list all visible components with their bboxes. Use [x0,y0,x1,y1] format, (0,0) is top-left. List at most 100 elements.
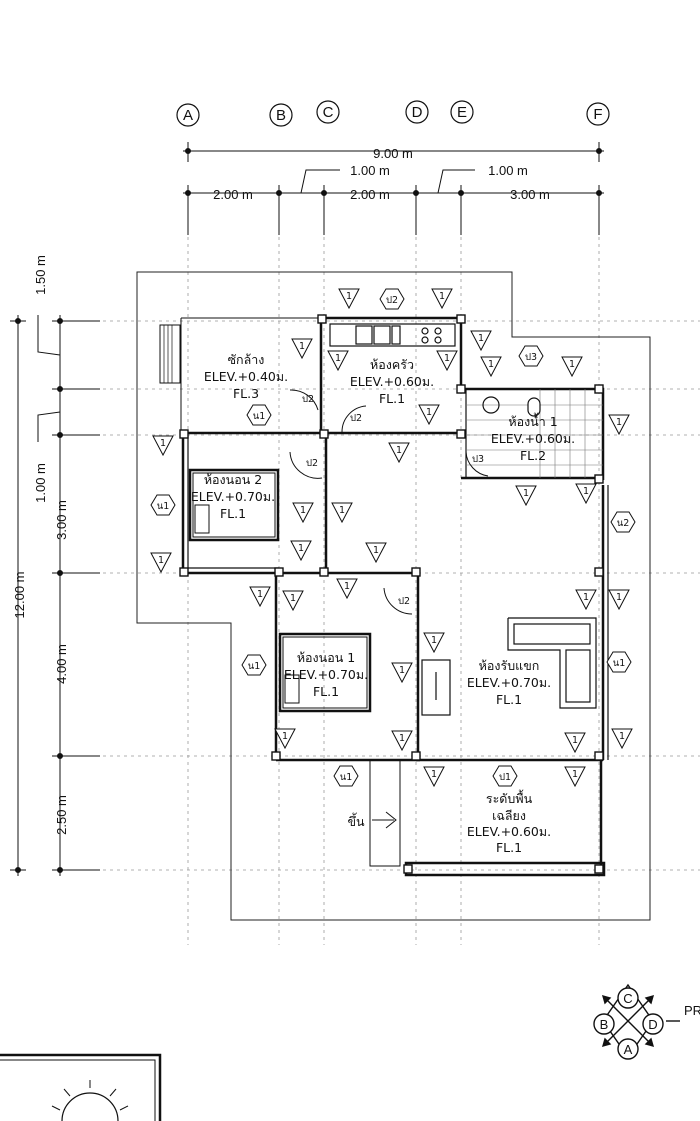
svg-text:ป3: ป3 [525,352,537,363]
window-tag-28: 1 [391,730,413,752]
door-swing-tag-5: ป3 [472,454,484,465]
svg-text:น2: น2 [617,518,630,529]
bed-1 [278,632,372,713]
svg-text:1: 1 [282,731,288,742]
door-tag-6: น1 [241,654,267,676]
compass-right: D [648,1017,657,1032]
svg-text:1: 1 [478,333,484,344]
window-tag-18: 1 [515,485,537,507]
window-tag-3: 1 [470,330,492,352]
window-tag-30: 1 [564,766,586,788]
compass-side-text: PR [684,1003,700,1018]
svg-text:1: 1 [344,581,350,592]
laundry-elev: ELEV.+0.40ม. [204,369,288,384]
top-dimension-lines [183,142,604,235]
window-tag-19: 1 [575,483,597,505]
bed1-floor: FL.1 [313,684,339,699]
living-elev: ELEV.+0.70ม. [467,675,551,690]
svg-text:1: 1 [572,769,578,780]
svg-text:น1: น1 [253,411,266,422]
door-tag-3: น1 [246,404,272,426]
terrace-elev: ELEV.+0.60ม. [467,824,551,839]
svg-text:1: 1 [373,545,379,556]
window-tag-13: 1 [290,540,312,562]
window-tag-15: 1 [480,356,502,378]
tv-cabinet [421,659,451,716]
laundry-floor: FL.3 [233,386,259,401]
svg-text:1: 1 [346,291,352,302]
door-swing-tag-4: ป2 [398,596,410,607]
kitchen-elev: ELEV.+0.60ม. [350,374,434,389]
columns [179,314,604,874]
window-tag-25: 1 [608,589,630,611]
window-tag-6: 1 [327,350,349,372]
dim-col-bc: 1.00 m [350,163,390,178]
walls [180,316,609,877]
living-name: ห้องรับแขก [479,658,540,673]
door-tag-2: ป3 [518,345,544,367]
bed1-elev: ELEV.+0.70ม. [284,667,368,682]
door-tag-4: น2 [610,511,636,533]
bath1-floor: FL.2 [520,448,546,463]
bath1-name: ห้องน้ำ 1 [508,412,557,429]
bed-2 [188,468,280,542]
dim-row-1: 1.50 m [33,255,48,295]
dim-total-width: 9.00 m [373,146,413,161]
svg-text:1: 1 [488,359,494,370]
svg-text:1: 1 [616,417,622,428]
terrace-name-2: เฉลียง [492,808,526,823]
compass [593,983,680,1060]
window-tag-32: 1 [611,728,633,750]
window-tag-29: 1 [423,766,445,788]
grid-label-b: B [276,107,286,124]
dim-row-3: 3.00 m [54,500,69,540]
window-tag-4: 1 [436,350,458,372]
window-tag-27: 1 [274,728,296,750]
window-tag-1: 1 [338,288,360,310]
svg-text:1: 1 [523,488,529,499]
window-tag-14: 1 [365,542,387,564]
svg-text:1: 1 [619,731,625,742]
svg-text:น1: น1 [613,658,626,669]
svg-text:1: 1 [583,486,589,497]
laundry-sink-lines [163,325,173,383]
svg-text:1: 1 [396,445,402,456]
door-tag-7: น1 [606,651,632,673]
kitchen-floor: FL.1 [379,391,405,406]
door-swings [289,389,489,615]
svg-text:1: 1 [158,555,164,566]
dim-row-2: 1.00 m [33,463,48,503]
window-tag-8: 1 [388,442,410,464]
dim-col-de: 1.00 m [488,163,528,178]
terrace-name-1: ระดับพื้น [486,789,533,806]
dim-row-4: 4.00 m [54,644,69,684]
svg-text:1: 1 [444,353,450,364]
door-tag-5: น1 [150,494,176,516]
terrace-stair [369,759,401,867]
svg-text:ป2: ป2 [386,295,398,306]
dim-total-depth: 12.00 m [12,572,27,619]
window-tag-20: 1 [249,586,271,608]
grid-label-c: C [323,104,334,121]
svg-text:1: 1 [439,291,445,302]
left-dimension-lines [10,315,100,876]
compass-top: C [623,991,632,1006]
grid-label-e: E [457,104,467,121]
svg-text:1: 1 [583,592,589,603]
svg-text:1: 1 [431,769,437,780]
svg-text:1: 1 [290,593,296,604]
door-tag-9: ป1 [492,765,518,787]
dim-col-ab: 2.00 m [213,187,253,202]
kitchen-counter [329,323,456,347]
laundry-name: ซักล้าง [228,352,265,367]
kitchen-name: ห้องครัว [370,357,414,372]
grid-label-d: D [412,104,423,121]
svg-text:น1: น1 [157,501,170,512]
svg-text:1: 1 [300,505,306,516]
svg-text:1: 1 [299,341,305,352]
grid-bubbles [176,100,610,127]
svg-text:ป1: ป1 [499,772,511,783]
window-tag-24: 1 [575,589,597,611]
